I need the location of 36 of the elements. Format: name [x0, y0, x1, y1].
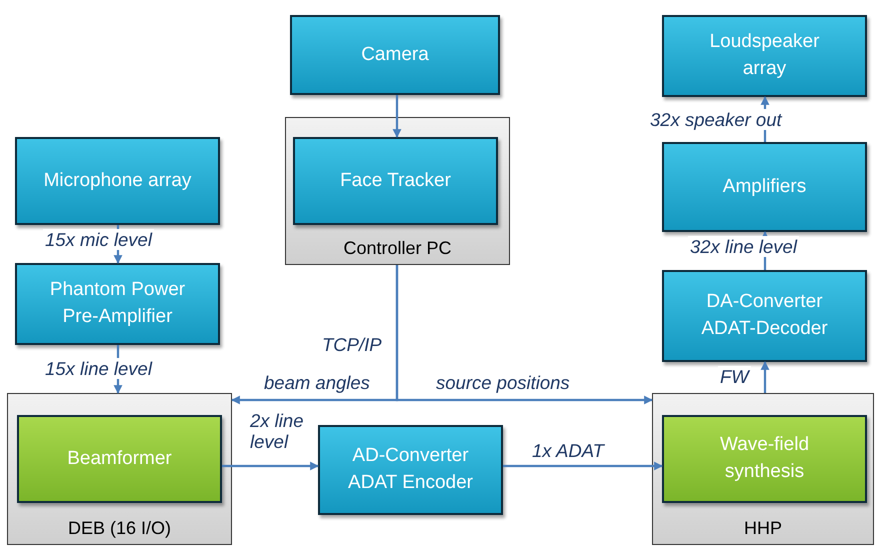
box-label: Camera: [360, 42, 430, 67]
edge-label: 32x line level: [688, 236, 799, 258]
box-label: Microphone array: [42, 168, 192, 193]
process-box: [662, 15, 867, 97]
process-box: [15, 137, 220, 225]
box-label: Loudspeaker array: [708, 30, 820, 81]
edge-label: 15x line level: [43, 358, 154, 380]
edge-label: 15x mic level: [43, 229, 154, 250]
arrow: [222, 462, 319, 470]
box-label: Face Tracker: [339, 168, 452, 193]
arrow: [760, 361, 770, 393]
device-container: [285, 117, 510, 265]
process-box: [290, 15, 500, 95]
box-label: Beamformer: [66, 446, 173, 471]
edge-label: 2x line level: [249, 410, 304, 453]
processing-box: [662, 415, 867, 503]
device-container: [7, 393, 232, 545]
device-container: [652, 393, 874, 545]
process-box: [293, 137, 498, 225]
process-box: [15, 263, 220, 345]
edge-label: 32x speaker out: [648, 109, 784, 130]
process-box: [318, 425, 503, 515]
container-label: HHP: [742, 516, 783, 540]
container-label: Controller PC: [342, 236, 453, 260]
box-label: DA-Converter ADAT-Decoder: [700, 290, 829, 341]
box-label: Phantom Power Pre-Amplifier: [48, 278, 186, 329]
process-box: [662, 142, 867, 232]
box-label: Amplifiers: [722, 174, 808, 199]
box-label: AD-Converter ADAT Encoder: [347, 444, 474, 495]
arrow: [392, 95, 402, 138]
container-label: DEB (16 I/O): [66, 516, 172, 540]
box-label: Wave-field synthesis: [718, 433, 810, 484]
arrow: [503, 462, 663, 470]
arrow: [396, 265, 653, 404]
process-box: [662, 270, 867, 362]
processing-box: [17, 415, 222, 503]
